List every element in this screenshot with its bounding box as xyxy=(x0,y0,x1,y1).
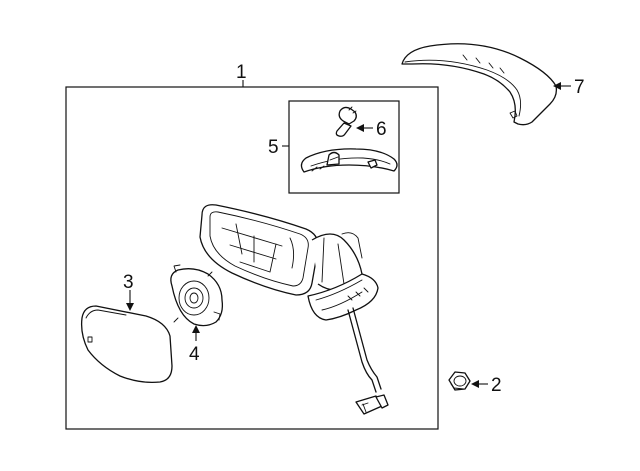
mirror-housing xyxy=(199,204,379,321)
turn-signal-lamp-part-5 xyxy=(300,148,398,173)
callout-6-arrowhead xyxy=(356,124,364,132)
lamp-sub-box xyxy=(288,100,400,194)
callout-3-arrowhead xyxy=(126,303,134,311)
callout-6-number: 6 xyxy=(376,119,387,140)
callout-2-arrowhead xyxy=(471,380,479,388)
mirror-glass-part-3 xyxy=(80,305,173,384)
nut-part-2 xyxy=(448,371,471,391)
callout-2-number: 2 xyxy=(491,375,502,396)
mirror-cap-part-7 xyxy=(401,43,558,126)
callout-5-number: 5 xyxy=(268,137,279,158)
callout-4-number: 4 xyxy=(189,344,200,365)
callout-7-arrowhead xyxy=(553,82,561,90)
wire-harness xyxy=(347,307,389,415)
callout-3-number: 3 xyxy=(123,272,134,293)
callout-4-arrowhead xyxy=(192,325,200,333)
assembly-box xyxy=(65,86,439,430)
callout-1-number: 1 xyxy=(236,62,247,83)
actuator-part-4 xyxy=(170,264,224,327)
callout-7-number: 7 xyxy=(574,77,585,98)
bulb-part-6 xyxy=(335,106,357,137)
